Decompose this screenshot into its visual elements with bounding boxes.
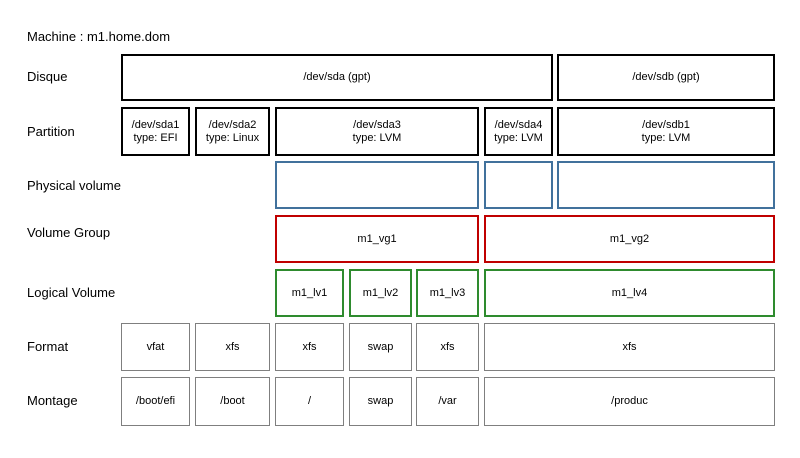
mount-label: /boot: [220, 395, 245, 407]
row-label-disk: Disque: [27, 69, 68, 84]
pv-sdb1: [557, 161, 775, 209]
mount-label: /boot/efi: [135, 395, 176, 407]
lv-m1-lv3: m1_lv3: [416, 269, 479, 317]
partition-sda4: /dev/sda4 type: LVM: [484, 107, 553, 156]
vg-m1-vg2-label: m1_vg2: [609, 232, 650, 245]
format-xfs-root: xfs: [275, 323, 344, 371]
lv-m1-lv2-label: m1_lv2: [362, 286, 399, 299]
mount-label: swap: [367, 395, 394, 407]
lv-m1-lv4-label: m1_lv4: [611, 286, 648, 299]
format-vfat: vfat: [121, 323, 190, 371]
mount-label: /: [307, 395, 312, 407]
row-label-mount: Montage: [27, 393, 78, 408]
format-label: xfs: [622, 340, 637, 353]
partition-sda4-name: /dev/sda4: [494, 118, 543, 131]
disk-sdb-label: /dev/sdb (gpt): [632, 71, 700, 83]
mount-label: /produc: [611, 395, 648, 407]
disk-sdb: /dev/sdb (gpt): [557, 54, 775, 101]
machine-title: Machine : m1.home.dom: [27, 29, 171, 44]
partition-sda2: /dev/sda2 type: Linux: [195, 107, 270, 156]
partition-sda4-type: type: LVM: [494, 131, 543, 144]
row-label-format: Format: [27, 339, 69, 354]
format-label: xfs: [225, 340, 240, 353]
format-label: xfs: [440, 340, 455, 353]
mount-swap: swap: [349, 377, 412, 426]
mount-root: /: [275, 377, 344, 426]
partition-sda3: /dev/sda3 type: LVM: [275, 107, 479, 156]
disk-sda-label: /dev/sda (gpt): [303, 71, 371, 83]
row-label-vg: Volume Group: [27, 225, 111, 240]
format-xfs-boot: xfs: [195, 323, 270, 371]
partition-sda1-name: /dev/sda1: [131, 118, 180, 131]
row-label-lv: Logical Volume: [27, 285, 116, 300]
partition-sda3-name: /dev/sda3: [353, 118, 401, 131]
partition-sda2-name: /dev/sda2: [208, 118, 257, 131]
format-label: xfs: [302, 340, 317, 353]
pv-sda4: [484, 161, 553, 209]
vg-m1-vg1: m1_vg1: [275, 215, 479, 263]
partition-sda3-type: type: LVM: [352, 131, 402, 144]
format-xfs-produc: xfs: [484, 323, 775, 371]
mount-label: /var: [438, 395, 457, 407]
lv-m1-lv1: m1_lv1: [275, 269, 344, 317]
mount-boot-efi: /boot/efi: [121, 377, 190, 426]
format-label: swap: [367, 340, 394, 353]
lv-m1-lv1-label: m1_lv1: [291, 286, 328, 299]
pv-sda3: [275, 161, 479, 209]
mount-var: /var: [416, 377, 479, 426]
partition-sdb1: /dev/sdb1 type: LVM: [557, 107, 775, 156]
mount-boot: /boot: [195, 377, 270, 426]
format-xfs-var: xfs: [416, 323, 479, 371]
row-label-partition: Partition: [27, 124, 75, 139]
lv-m1-lv2: m1_lv2: [349, 269, 412, 317]
format-label: vfat: [146, 340, 165, 353]
mount-produc: /produc: [484, 377, 775, 426]
lv-m1-lv4: m1_lv4: [484, 269, 775, 317]
partition-sdb1-type: type: LVM: [641, 131, 691, 144]
vg-m1-vg1-label: m1_vg1: [357, 232, 397, 245]
partition-sda1: /dev/sda1 type: EFI: [121, 107, 190, 156]
row-label-pv: Physical volume: [27, 178, 121, 193]
lv-m1-lv3-label: m1_lv3: [429, 286, 466, 299]
partition-sda2-type: type: Linux: [205, 131, 260, 144]
disk-sda: /dev/sda (gpt): [121, 54, 553, 101]
vg-m1-vg2: m1_vg2: [484, 215, 775, 263]
partition-sda1-type: type: EFI: [133, 131, 178, 144]
partition-sdb1-name: /dev/sdb1: [642, 118, 690, 131]
format-swap: swap: [349, 323, 412, 371]
